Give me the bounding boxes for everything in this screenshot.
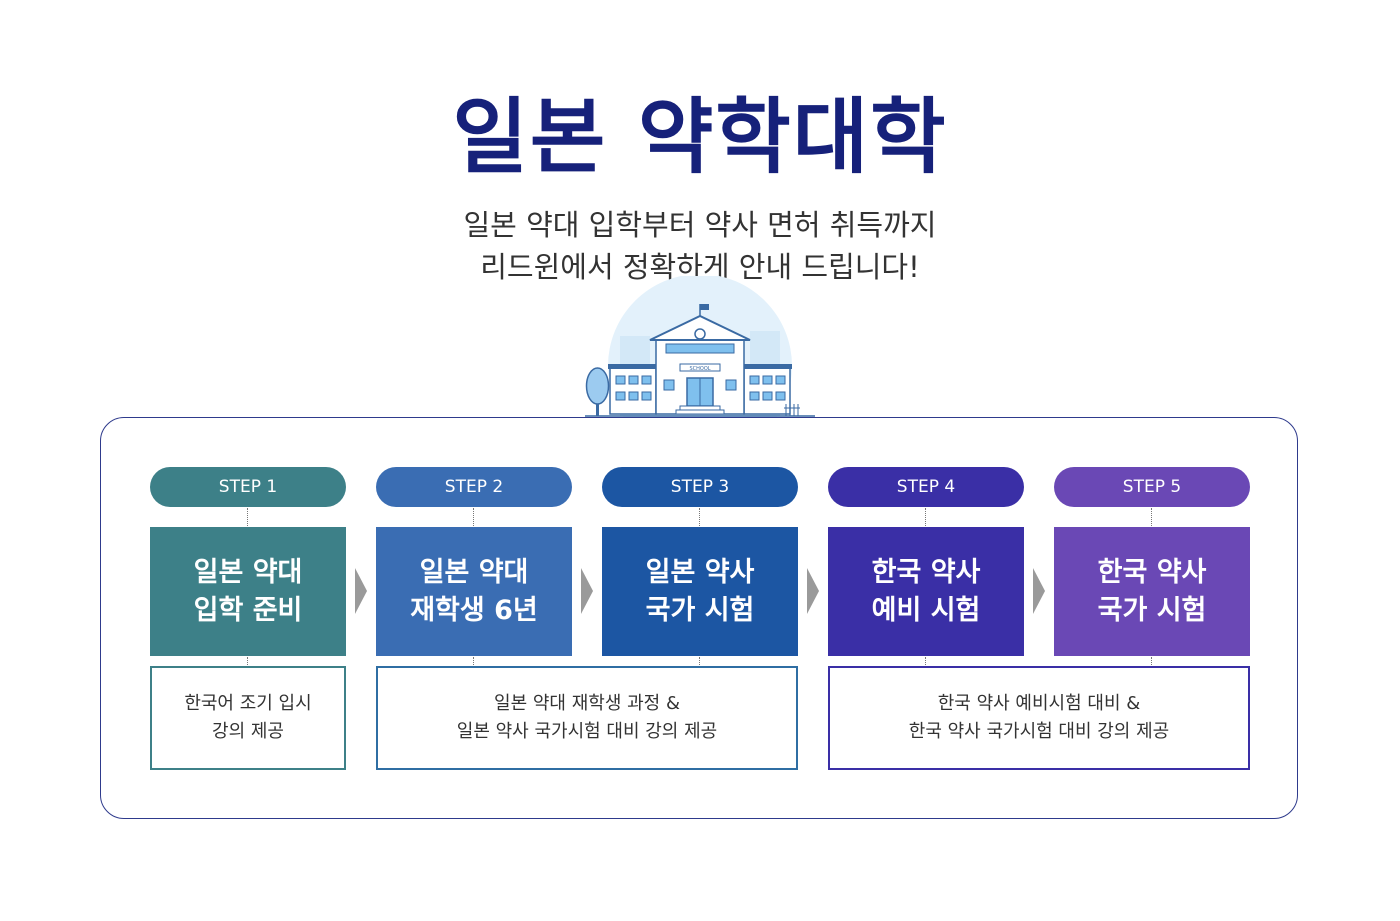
arrow-right-icon: [355, 568, 367, 614]
step-3-box: 일본 약사 국가 시험: [602, 527, 798, 656]
description-box-1: 한국어 조기 입시 강의 제공: [150, 666, 346, 770]
step-1-pill: STEP 1: [150, 467, 346, 507]
step-2-line-2: 재학생 6년: [410, 594, 538, 626]
description-1-line-1: 한국어 조기 입시: [184, 693, 312, 714]
step-3-connector-bottom: [699, 657, 700, 665]
step-4-pill: STEP 4: [828, 467, 1024, 507]
step-5-line-2: 국가 시험: [1097, 594, 1207, 626]
step-4-connector-bottom: [925, 657, 926, 665]
step-5-box: 한국 약사 국가 시험: [1054, 527, 1250, 656]
description-box-2: 일본 약대 재학생 과정 & 일본 약사 국가시험 대비 강의 제공: [376, 666, 798, 770]
arrow-right-icon: [581, 568, 593, 614]
step-3-connector-top: [699, 508, 700, 526]
step-1-connector-bottom: [247, 657, 248, 665]
step-3-pill: STEP 3: [602, 467, 798, 507]
description-2-line-1: 일본 약대 재학생 과정 &: [494, 693, 680, 714]
step-5-line-1: 한국 약사: [1097, 556, 1207, 588]
page-subtitle: 일본 약대 입학부터 약사 면허 취득까지 리드윈에서 정확하게 안내 드립니다…: [0, 204, 1400, 288]
step-2-box: 일본 약대 재학생 6년: [376, 527, 572, 656]
subtitle-line-1: 일본 약대 입학부터 약사 면허 취득까지: [463, 208, 937, 242]
step-4-box: 한국 약사 예비 시험: [828, 527, 1024, 656]
step-5-pill: STEP 5: [1054, 467, 1250, 507]
step-1-line-2: 입학 준비: [193, 594, 303, 626]
step-2-connector-bottom: [473, 657, 474, 665]
step-3-line-2: 국가 시험: [645, 594, 755, 626]
step-3-line-1: 일본 약사: [645, 556, 755, 588]
description-box-3: 한국 약사 예비시험 대비 & 한국 약사 국가시험 대비 강의 제공: [828, 666, 1250, 770]
step-1-line-1: 일본 약대: [193, 556, 303, 588]
description-2-line-2: 일본 약사 국가시험 대비 강의 제공: [456, 721, 718, 742]
step-2-pill: STEP 2: [376, 467, 572, 507]
arrow-right-icon: [807, 568, 819, 614]
description-1-line-2: 강의 제공: [212, 721, 284, 742]
step-1-connector-top: [247, 508, 248, 526]
description-3-line-1: 한국 약사 예비시험 대비 &: [937, 693, 1141, 714]
step-4-line-2: 예비 시험: [871, 594, 981, 626]
arrow-right-icon: [1033, 568, 1045, 614]
school-building-illustration: SCHOOL: [585, 276, 815, 420]
step-4-connector-top: [925, 508, 926, 526]
step-5-connector-bottom: [1151, 657, 1152, 665]
step-5-connector-top: [1151, 508, 1152, 526]
step-2-line-1: 일본 약대: [419, 556, 529, 588]
step-4-line-1: 한국 약사: [871, 556, 981, 588]
school-sign-text: SCHOOL: [689, 366, 710, 372]
description-3-line-2: 한국 약사 국가시험 대비 강의 제공: [908, 721, 1170, 742]
page-title: 일본 약학대학: [452, 90, 948, 185]
step-1-box: 일본 약대 입학 준비: [150, 527, 346, 656]
step-2-connector-top: [473, 508, 474, 526]
